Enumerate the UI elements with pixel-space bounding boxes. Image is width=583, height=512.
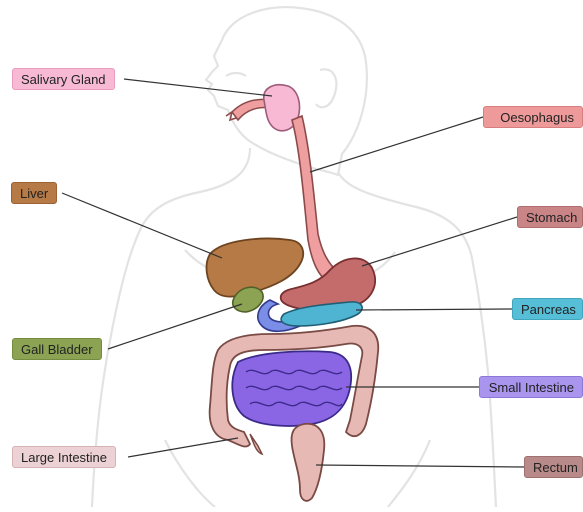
hip-line-left (165, 440, 215, 507)
appendix-organ (250, 434, 262, 454)
label-liver: Liver (11, 182, 57, 204)
label-large-intestine: Large Intestine (12, 446, 116, 468)
label-pancreas: Pancreas (512, 298, 583, 320)
label-small-intestine: Small Intestine (479, 376, 583, 398)
label-oesophagus: Oesophagus (483, 106, 583, 128)
leader-line-large (128, 438, 238, 457)
leader-line-pancreas (356, 309, 512, 310)
label-gall-bladder: Gall Bladder (12, 338, 102, 360)
label-rectum: Rectum (524, 456, 583, 478)
hip-line-right (388, 440, 430, 507)
label-stomach: Stomach (517, 206, 583, 228)
rectum-organ (292, 424, 325, 501)
label-salivary-gland: Salivary Gland (12, 68, 115, 90)
